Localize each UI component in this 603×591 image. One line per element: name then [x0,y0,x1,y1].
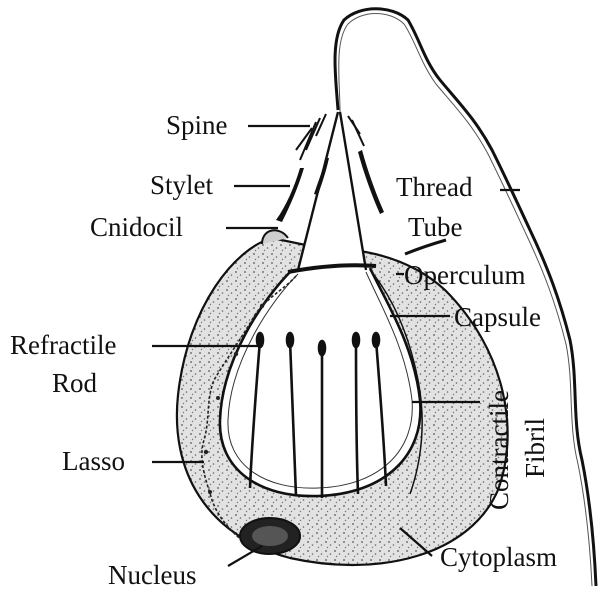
stylet-right [358,150,384,214]
label-contractile: Contractile [484,390,514,510]
label-refractile: Refractile [10,330,116,360]
stylet-left [276,168,304,222]
label-lasso: Lasso [62,446,125,476]
label-thread: Thread [396,172,472,202]
label-rod: Rod [52,368,97,398]
label-fibril: Fibril [520,418,550,478]
label-cytoplasm: Cytoplasm [440,542,557,572]
label-cnidocil: Cnidocil [90,212,183,242]
label-capsule: Capsule [454,302,541,332]
label-stylet: Stylet [150,170,213,200]
tube [405,240,446,254]
label-tube: Tube [408,212,463,242]
label-operculum: Operculum [404,260,525,290]
label-spine: Spine [166,110,228,140]
